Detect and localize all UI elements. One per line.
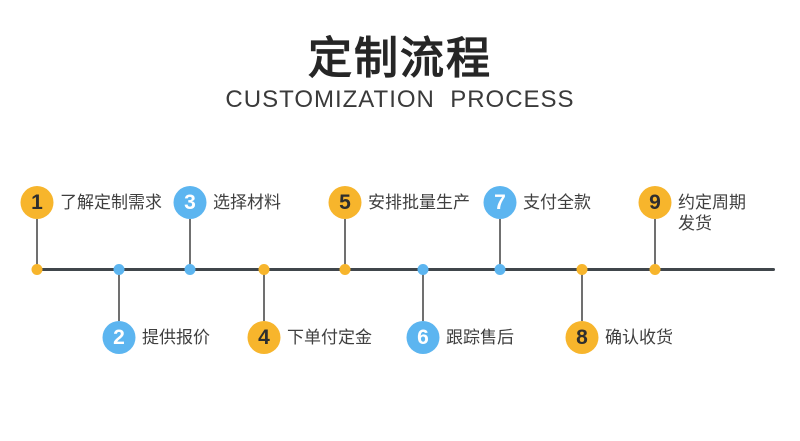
- step-label: 跟踪售后: [446, 327, 514, 347]
- page-subtitle: CUSTOMIZATION PROCESS: [225, 86, 575, 113]
- step-number-badge: 2: [102, 321, 136, 354]
- step-number-badge: 1: [20, 186, 54, 219]
- step-number-badge: 7: [483, 186, 517, 219]
- step-number-badge: 4: [247, 321, 281, 354]
- step-label: 安排批量生产: [368, 192, 470, 212]
- step-label: 约定周期发货: [678, 193, 746, 233]
- timeline-dot: [417, 264, 429, 275]
- step-connector-line: [263, 271, 265, 321]
- step-connector-line: [499, 219, 501, 269]
- step-label: 了解定制需求: [60, 192, 162, 212]
- step-label: 确认收货: [605, 327, 673, 347]
- timeline-line: [35, 268, 775, 271]
- step-connector-line: [422, 271, 424, 321]
- step-number-badge: 5: [328, 186, 362, 219]
- timeline-dot: [576, 264, 588, 275]
- step-label: 提供报价: [142, 327, 210, 347]
- timeline-dot: [649, 264, 661, 275]
- timeline-dot: [184, 264, 196, 275]
- step-number-badge: 9: [638, 186, 672, 219]
- step-number-badge: 8: [565, 321, 599, 354]
- step-label: 选择材料: [213, 192, 281, 212]
- timeline-dot: [258, 264, 270, 275]
- step-connector-line: [344, 219, 346, 269]
- step-number-badge: 6: [406, 321, 440, 354]
- timeline-dot: [494, 264, 506, 275]
- timeline-dot: [113, 264, 125, 275]
- timeline-dot: [339, 264, 351, 275]
- step-number-badge: 3: [173, 186, 207, 219]
- step-label: 下单付定金: [287, 327, 372, 347]
- step-connector-line: [189, 219, 191, 269]
- step-label: 支付全款: [523, 192, 591, 212]
- step-connector-line: [36, 219, 38, 269]
- step-connector-line: [654, 219, 656, 269]
- timeline-dot: [31, 264, 43, 275]
- step-connector-line: [581, 271, 583, 321]
- step-connector-line: [118, 271, 120, 321]
- page-title: 定制流程: [308, 34, 492, 83]
